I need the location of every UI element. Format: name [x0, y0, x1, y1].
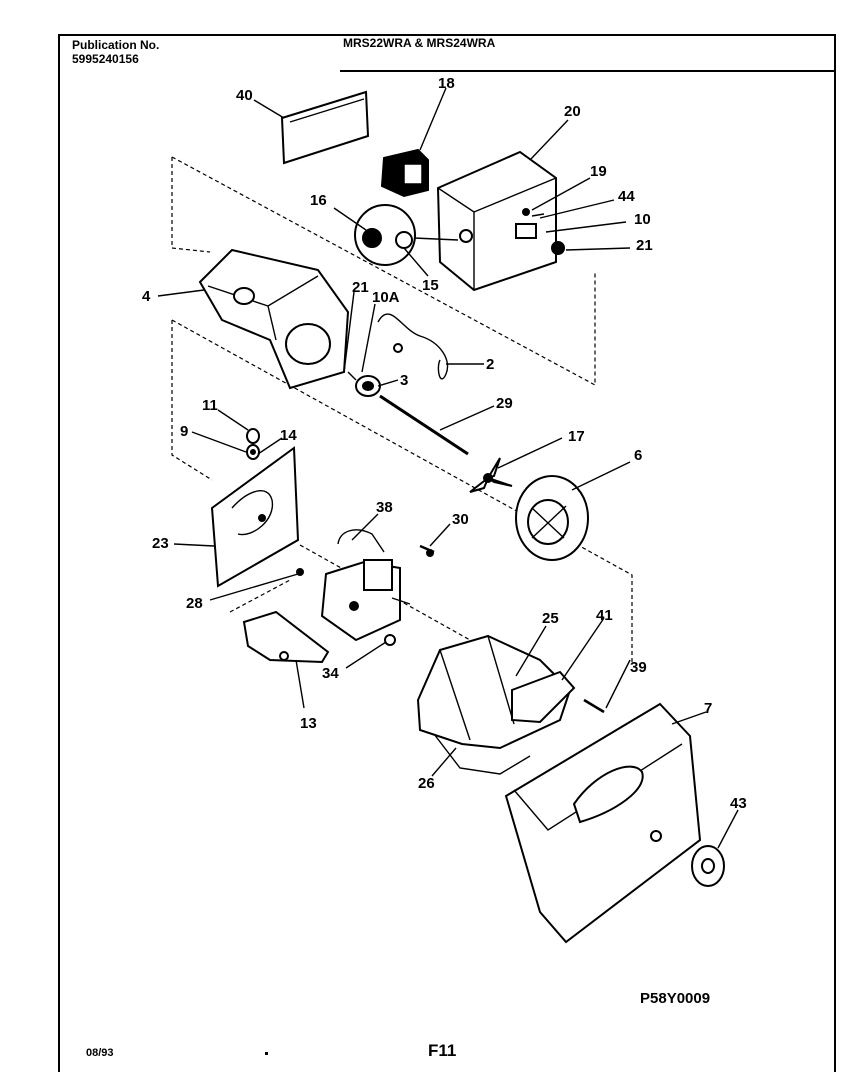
callout-40: 40 [236, 87, 253, 104]
part-39-screw [583, 698, 605, 714]
callout-19: 19 [590, 163, 607, 180]
part-34-nut [384, 634, 396, 646]
callout-38: 38 [376, 499, 393, 516]
callout-21-lower: 21 [352, 279, 369, 296]
callout-29: 29 [496, 395, 513, 412]
part-17-blade [469, 457, 513, 493]
callout-10A: 10A [372, 289, 400, 306]
callout-44: 44 [618, 188, 635, 205]
callout-21-upper: 21 [636, 237, 653, 254]
part-20-housing [436, 150, 557, 292]
part-2-wire [377, 313, 449, 380]
callout-2: 2 [486, 356, 494, 373]
part-23-plate [210, 446, 300, 588]
footer-dot [265, 1052, 268, 1055]
part-16-15-socket [354, 204, 459, 266]
part-4-container [198, 248, 350, 390]
page-frame [58, 34, 836, 1072]
publication-number: 5995240156 [72, 52, 139, 66]
callout-7: 7 [704, 700, 712, 717]
callout-4: 4 [142, 288, 151, 305]
part-6-crusher-wheel [515, 475, 589, 561]
callout-43: 43 [730, 795, 747, 812]
callout-14: 14 [280, 427, 297, 444]
part-38-solenoid [320, 529, 411, 642]
part-40-cover [280, 90, 370, 165]
part-25-41-26-chute [416, 634, 576, 775]
callout-16: 16 [310, 192, 327, 209]
part-28-screw [296, 568, 304, 576]
callout-30: 30 [452, 511, 469, 528]
callout-17: 17 [568, 428, 585, 445]
callout-18: 18 [438, 75, 455, 92]
part-7-front-cover [504, 702, 702, 944]
callout-6: 6 [634, 447, 642, 464]
callout-15: 15 [422, 277, 439, 294]
figure-number: F11 [428, 1041, 457, 1060]
part-43-knob [691, 845, 725, 887]
footer-date: 08/93 [86, 1047, 114, 1059]
callout-39: 39 [630, 659, 647, 676]
model-numbers: MRS22WRA & MRS24WRA [343, 36, 496, 50]
callout-25: 25 [542, 610, 559, 627]
small-hardware-upper [522, 208, 565, 255]
callout-41: 41 [596, 607, 613, 624]
callout-20: 20 [564, 103, 581, 120]
callout-9: 9 [180, 423, 188, 440]
callout-10: 10 [634, 211, 651, 228]
part-29-shaft [379, 394, 469, 456]
callout-23: 23 [152, 535, 169, 552]
part-30-screw [419, 544, 435, 557]
callout-13: 13 [300, 715, 317, 732]
part-3-coupling [347, 371, 381, 397]
callout-28: 28 [186, 595, 203, 612]
callout-26: 26 [418, 775, 435, 792]
parts-11-9-14-washers [246, 428, 260, 460]
callout-11: 11 [202, 397, 218, 414]
header-rule [340, 70, 836, 72]
publication-label: Publication No. [72, 38, 160, 52]
part-18-switch [380, 148, 429, 198]
callout-leaders [157, 87, 739, 849]
callout-34: 34 [322, 665, 339, 682]
callout-3: 3 [400, 372, 408, 389]
assembly-guide-lines [171, 156, 633, 665]
drawing-code: P58Y0009 [640, 990, 711, 1007]
part-13-flap [242, 610, 330, 664]
callout-numbers: 40 18 20 19 44 10 21 16 15 4 21 10A 2 3 … [142, 75, 747, 812]
